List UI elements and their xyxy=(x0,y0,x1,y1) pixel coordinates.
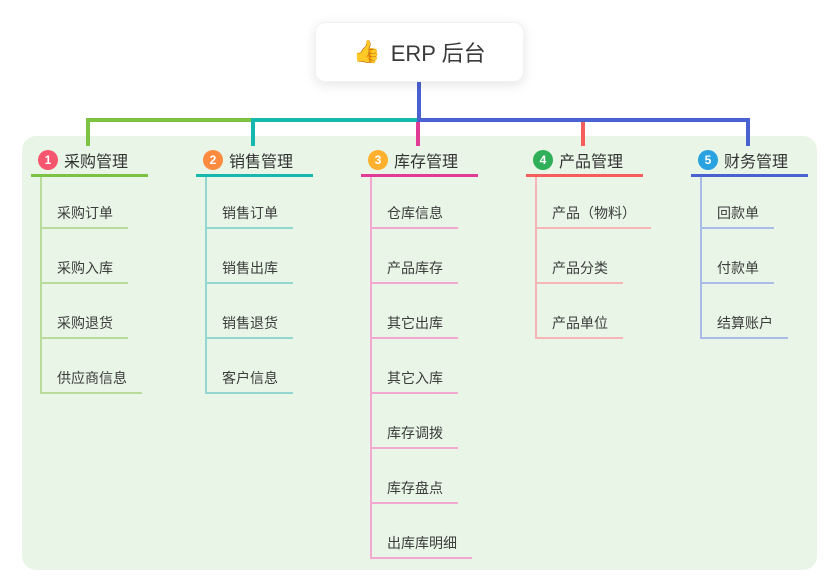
branch-number-badge: 1 xyxy=(38,150,58,170)
branch-drop-line xyxy=(251,118,255,146)
child-node[interactable]: 销售订单 xyxy=(205,204,293,229)
branch-drop-line xyxy=(746,118,750,146)
child-node[interactable]: 客户信息 xyxy=(205,369,293,394)
child-node[interactable]: 仓库信息 xyxy=(370,204,458,229)
branch-title: 产品管理 xyxy=(559,154,624,171)
root-node-label: ERP 后台 xyxy=(390,41,486,66)
branch-spine-line xyxy=(370,177,372,559)
branch-node-5[interactable]: 5 财务管理 xyxy=(691,149,809,177)
child-node[interactable]: 产品（物料） xyxy=(535,204,651,229)
branch-node-4[interactable]: 4 产品管理 xyxy=(526,149,644,177)
branch-spine-line xyxy=(40,177,42,394)
branch-node-1[interactable]: 1 采购管理 xyxy=(31,149,149,177)
branch-spine-line xyxy=(535,177,537,339)
branch-title: 库存管理 xyxy=(394,154,459,171)
child-node[interactable]: 产品库存 xyxy=(370,259,458,284)
child-node[interactable]: 采购退货 xyxy=(40,314,128,339)
branch-number-badge: 4 xyxy=(533,150,553,170)
child-node[interactable]: 销售退货 xyxy=(205,314,293,339)
branch-title: 财务管理 xyxy=(724,154,789,171)
thumbs-up-icon: 👍 xyxy=(353,39,381,64)
branch-drop-line xyxy=(581,118,585,146)
child-node[interactable]: 采购订单 xyxy=(40,204,128,229)
top-bar-segment xyxy=(86,118,251,122)
branch-number-badge: 3 xyxy=(368,150,388,170)
child-node[interactable]: 其它入库 xyxy=(370,369,458,394)
child-node[interactable]: 其它出库 xyxy=(370,314,458,339)
top-bar-segment xyxy=(417,118,750,122)
child-node[interactable]: 产品分类 xyxy=(535,259,623,284)
root-trunk-line xyxy=(417,82,421,122)
child-node[interactable]: 产品单位 xyxy=(535,314,623,339)
child-node[interactable]: 出库库明细 xyxy=(370,534,472,559)
branch-node-3[interactable]: 3 库存管理 xyxy=(361,149,479,177)
branch-drop-line xyxy=(86,118,90,146)
root-node[interactable]: 👍 ERP 后台 xyxy=(315,22,524,82)
child-node[interactable]: 结算账户 xyxy=(700,314,788,339)
child-node[interactable]: 回款单 xyxy=(700,204,774,229)
child-node[interactable]: 供应商信息 xyxy=(40,369,142,394)
branch-number-badge: 5 xyxy=(698,150,718,170)
branch-node-2[interactable]: 2 销售管理 xyxy=(196,149,314,177)
branch-spine-line xyxy=(700,177,702,339)
branches-panel xyxy=(22,136,817,570)
child-node[interactable]: 销售出库 xyxy=(205,259,293,284)
branch-drop-line xyxy=(416,118,420,146)
top-bar-segment xyxy=(251,118,417,122)
child-node[interactable]: 库存调拨 xyxy=(370,424,458,449)
branch-title: 销售管理 xyxy=(229,154,294,171)
child-node[interactable]: 采购入库 xyxy=(40,259,128,284)
branch-title: 采购管理 xyxy=(64,154,129,171)
child-node[interactable]: 库存盘点 xyxy=(370,479,458,504)
child-node[interactable]: 付款单 xyxy=(700,259,774,284)
branch-spine-line xyxy=(205,177,207,394)
branch-number-badge: 2 xyxy=(203,150,223,170)
